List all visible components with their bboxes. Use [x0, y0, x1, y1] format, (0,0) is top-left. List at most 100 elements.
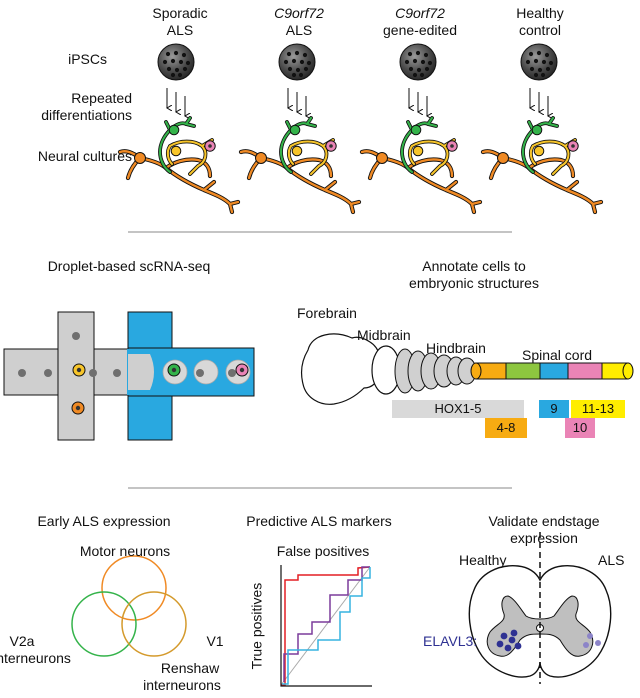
ipsc-cell [291, 72, 297, 78]
ipsc-cell [529, 66, 535, 72]
neural-culture [238, 116, 362, 215]
motor-neuron-soma [255, 152, 267, 164]
venn-motor-neurons [101, 555, 167, 621]
hox-label-10: 10 [572, 420, 588, 435]
ipsc-cell [166, 66, 172, 72]
ipsc-cell [408, 66, 414, 72]
motor-neuron-processes [481, 150, 603, 214]
label-als: ALS [598, 552, 625, 568]
droplet-neck [128, 354, 154, 390]
ipsc-cell [181, 52, 187, 58]
label-spinal-cord: Spinal cord [522, 347, 593, 363]
ipsc-cell [412, 58, 418, 64]
ipsc-cell [294, 50, 300, 56]
hox-10-bar [565, 418, 595, 438]
ipsc-cell [537, 67, 543, 73]
interneuron-soma [412, 145, 424, 157]
ipsc-cell [170, 58, 176, 64]
interneuron-processes [408, 138, 456, 176]
ipsc-cell [525, 59, 531, 65]
ipsc-cell [420, 59, 426, 65]
ipsc-cell [303, 66, 309, 72]
glia-nucleus [571, 144, 575, 148]
early-als-title: Early ALS expression [37, 513, 171, 529]
row-label-ipscs: iPSCs [68, 51, 107, 67]
condition-column [480, 43, 604, 215]
column-header-line1: Sporadic [152, 5, 208, 21]
motor-neuron-soma [134, 152, 146, 164]
motor-neuron-soma [376, 152, 388, 164]
interneuron-soma [291, 145, 303, 157]
hindbrain-segments [394, 348, 477, 394]
column-header-line2: control [518, 22, 562, 38]
row-label-differentiations: differentiations [41, 107, 132, 123]
ipsc-cell [416, 67, 422, 73]
bead [113, 369, 121, 377]
elavl3-als-dots [583, 633, 601, 648]
roc-x-label: False positives [276, 543, 370, 559]
ipsc-cell [185, 60, 191, 66]
spinal-cord [470, 362, 634, 380]
label-hindbrain: Hindbrain [426, 340, 486, 356]
hox-label-4-8: 4-8 [496, 420, 516, 435]
row-label-repeated: Repeated [71, 90, 132, 106]
bead [89, 369, 97, 377]
ipsc-cell [404, 59, 410, 65]
glia-nucleus [329, 144, 333, 148]
bead [44, 369, 52, 377]
hox-1-5-bar [392, 400, 524, 418]
ipsc-cell [182, 66, 188, 72]
column-header-line2: ALS [166, 22, 194, 38]
venn-v1 [121, 591, 187, 657]
ipsc-cell [298, 72, 304, 78]
hox-label-11-13: 11-13 [581, 401, 615, 416]
ipsc-cell [545, 66, 551, 72]
ipsc-cell [423, 52, 429, 58]
ipsc-cell [295, 67, 301, 73]
v2a-neuron-processes [158, 116, 196, 174]
roc-curve-cyan [282, 567, 371, 685]
venn-v2a [71, 591, 137, 657]
roc-plot [280, 565, 372, 687]
roc-axes [280, 565, 372, 687]
ipsc-cell [540, 72, 546, 78]
embryo-diagram [301, 333, 634, 438]
hox-11-13-bar [571, 400, 625, 418]
elavl3-healthy-dots [496, 629, 522, 652]
spinal-cross-section [468, 532, 612, 684]
annotate-title-1: Annotate cells to [422, 258, 526, 274]
predictive-title: Predictive ALS markers [246, 513, 392, 529]
ipsc-cell [548, 60, 554, 66]
label-midbrain: Midbrain [357, 327, 411, 343]
bead [228, 369, 236, 377]
v2a-neuron-soma [531, 124, 543, 136]
hox-9-bar [539, 400, 569, 418]
ipsc-cell [299, 59, 305, 65]
glia-nucleus [208, 144, 212, 148]
venn-label-renshaw: Renshaw [160, 660, 220, 676]
hox-4-8-bar [485, 418, 527, 438]
interneuron-processes [166, 138, 214, 176]
droplet-chip [3, 311, 255, 441]
interneuron-soma [533, 145, 545, 157]
motor-neuron-processes [360, 150, 482, 214]
ipsc-cell [541, 59, 547, 65]
bead [18, 369, 26, 377]
column-header-line1: C9orf72 [395, 5, 445, 21]
condition-column [359, 43, 483, 215]
v2a-neuron-soma [289, 124, 301, 136]
v2a-neuron-processes [400, 116, 438, 174]
v2a-neuron-processes [521, 116, 559, 174]
neural-culture [480, 116, 604, 215]
roc-y-label: True positives [248, 582, 265, 670]
ipsc-cell [533, 58, 539, 64]
ipsc-cell [536, 50, 542, 56]
interneuron-processes [287, 138, 335, 176]
venn-label-interneurons-right: interneurons [143, 677, 221, 693]
droplet [193, 359, 219, 385]
ipsc-cell [177, 72, 183, 78]
hox-label-1-5: HOX1-5 [434, 401, 482, 416]
ipsc-cell [302, 52, 308, 58]
ipsc-cell [427, 60, 433, 66]
ipsc-cell [174, 67, 180, 73]
